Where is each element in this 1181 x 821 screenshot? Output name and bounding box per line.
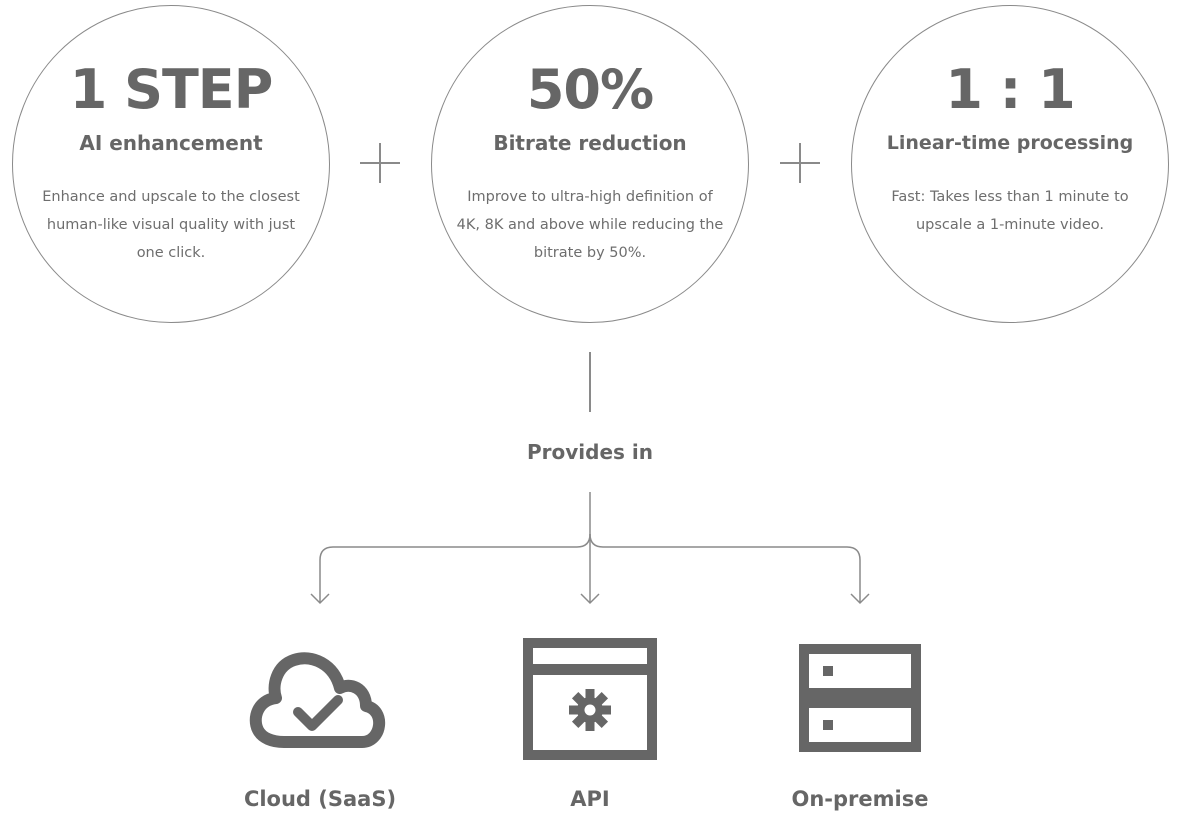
server-icon — [799, 644, 921, 752]
feature-description: Fast: Takes less than 1 minute to upscal… — [891, 189, 1129, 233]
feature-title: Bitrate reduction — [493, 131, 687, 155]
feature-title: Linear-time processing — [886, 132, 1134, 154]
plus-icon — [360, 143, 400, 183]
cloud-check-icon — [249, 652, 386, 748]
option-label-on-premise: On-premise — [791, 787, 929, 811]
option-label-cloud: Cloud (SaaS) — [243, 787, 397, 811]
feature-headline: 1 : 1 — [945, 58, 1075, 121]
arrow-head-center — [580, 593, 600, 605]
arrow-head-right — [850, 593, 870, 605]
arrow-head-left — [310, 593, 330, 605]
browser-gear-icon — [523, 638, 657, 760]
feature-description: Improve to ultra-high definition of 4K, … — [456, 189, 724, 261]
feature-headline: 1 STEP — [69, 58, 274, 121]
feature-description: Enhance and upscale to the closest human… — [42, 189, 300, 261]
connector-line — [589, 352, 591, 412]
plus-icon — [780, 143, 820, 183]
feature-headline: 50% — [526, 58, 654, 121]
branch-trunk — [319, 492, 591, 603]
feature-circle-ai-enhancement: 1 STEP AI enhancement Enhance and upscal… — [12, 5, 330, 323]
feature-title: AI enhancement — [79, 131, 263, 155]
branch-right — [589, 533, 861, 603]
option-label-api: API — [570, 787, 610, 811]
feature-circle-bitrate-reduction: 50% Bitrate reduction Improve to ultra-h… — [431, 5, 749, 323]
feature-circle-linear-time: 1 : 1 Linear-time processing Fast: Takes… — [851, 5, 1169, 323]
provides-label: Provides in — [527, 440, 653, 464]
